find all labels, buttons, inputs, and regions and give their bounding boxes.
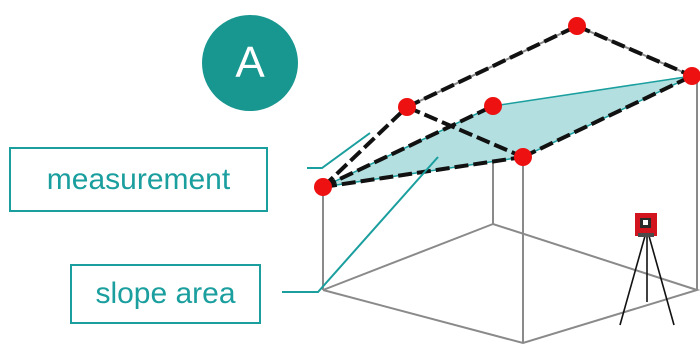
measure-line-4 (322, 155, 524, 189)
tripod-leg-right (648, 235, 675, 326)
instrument-base (638, 233, 654, 237)
measure-point (398, 98, 416, 116)
measurement-points (314, 17, 700, 196)
measure-line-6 (406, 24, 578, 109)
slope-area-plane (322, 75, 693, 188)
measure-line-2 (406, 105, 524, 159)
measure-point (314, 178, 332, 196)
measurement-label: measurement (9, 147, 268, 212)
callout-leaders (282, 132, 439, 293)
measure-line-5 (522, 74, 693, 159)
instrument-lens (643, 220, 648, 225)
measure-line-7 (576, 24, 693, 78)
total-station-icon (635, 213, 657, 237)
diagram-badge: A (202, 15, 298, 111)
measurement-lines (321, 24, 693, 189)
tripod-leg-left (619, 235, 646, 326)
slope-area-label-text: slope area (95, 277, 236, 310)
measure-line-3 (322, 104, 494, 189)
measure-point (514, 148, 532, 166)
measure-point (484, 97, 502, 115)
slope-area-label: slope area (70, 264, 261, 324)
box-bottom-outline (322, 222, 700, 345)
tripod-icon (619, 235, 675, 326)
building-wireframe (322, 25, 700, 345)
measurement-leader (307, 132, 371, 169)
measure-point (683, 67, 700, 85)
measure-line-1 (321, 105, 409, 189)
measure-point (568, 17, 586, 35)
slope-area-leader (282, 156, 439, 293)
badge-letter: A (235, 38, 265, 87)
measurement-label-text: measurement (46, 162, 231, 196)
